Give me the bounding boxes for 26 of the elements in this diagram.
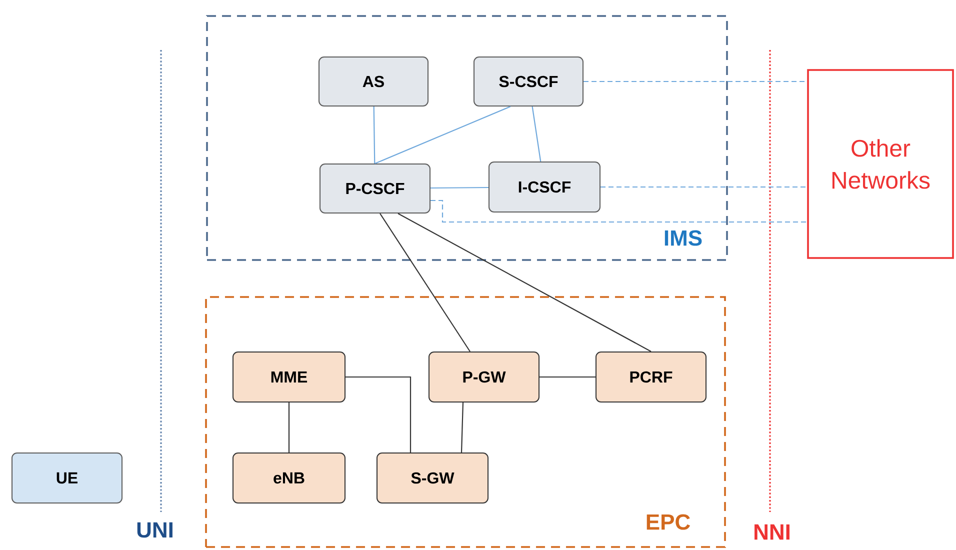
connector-line <box>460 402 464 453</box>
network-function-box: S-GW <box>376 452 488 504</box>
network-function-box: S-CSCF <box>474 56 584 106</box>
connector-line <box>373 106 376 164</box>
connector-line <box>540 376 596 378</box>
network-function-box: MME <box>232 352 346 402</box>
connector-line <box>374 106 511 164</box>
connector-line <box>346 376 412 452</box>
connector-line <box>430 186 489 189</box>
network-function-box: eNB <box>232 452 346 504</box>
network-function-box: I-CSCF <box>488 162 600 212</box>
external-network-box: Other Networks <box>807 69 954 259</box>
connector-line <box>380 213 470 352</box>
network-function-box: P-CSCF <box>320 164 430 214</box>
connector-line <box>584 80 808 82</box>
connector-line <box>600 186 808 188</box>
connector-line <box>430 200 808 223</box>
connector-line <box>398 213 652 352</box>
device-box: UE <box>12 452 122 504</box>
network-function-box: P-GW <box>428 352 540 402</box>
network-function-box: AS <box>318 56 428 106</box>
interface-label: NNI <box>754 524 790 540</box>
network-function-box: PCRF <box>596 352 706 402</box>
connector-line <box>288 402 290 452</box>
connector-line <box>532 106 542 162</box>
interface-label: UNI <box>137 522 172 538</box>
